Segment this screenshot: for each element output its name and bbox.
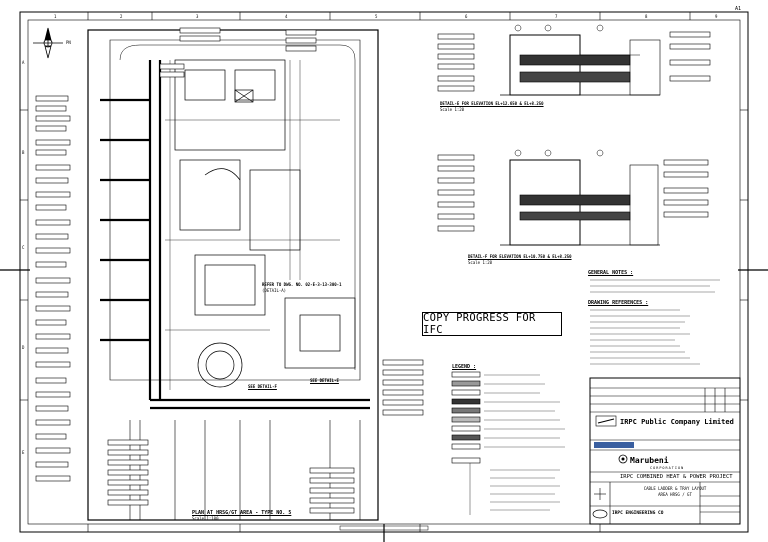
irpc-logo-icon — [595, 415, 617, 427]
plan-title: PLAN AT HRSG/GT AREA - TYPE NO. 5 — [192, 510, 292, 516]
grid-number-top: 4 — [285, 14, 288, 19]
north-arrow-icon — [33, 27, 63, 59]
notes-lines — [590, 279, 720, 365]
top-plan-labels — [159, 27, 317, 78]
drawing-title-2: AREA HRSG / GT — [658, 492, 692, 497]
crosshair-icon — [594, 488, 606, 500]
plan-scale: Scale 1:100 — [192, 516, 219, 521]
grid-number-top: 1 — [54, 14, 57, 19]
general-notes-heading: GENERAL NOTES : — [588, 270, 634, 276]
legend-heading: LEGEND : — [452, 364, 477, 370]
detail-f-title: DETAIL-F FOR ELEVATION EL+10.750 & EL+8.… — [468, 254, 572, 259]
plan-drawing — [87, 29, 379, 521]
left-cable-labels — [35, 95, 71, 482]
company-sub: CORPORATION — [650, 466, 685, 470]
marubeni-logo-icon — [618, 454, 628, 464]
project-name: IRPC COMBINED HEAT & POWER PROJECT — [620, 474, 733, 480]
drawing-title-1: CABLE LADDER & TRAY LAYOUT — [643, 486, 707, 491]
grid-letter-side: B — [22, 150, 25, 155]
title-block-lines — [589, 377, 741, 525]
detail-e-scale: Scale 1:20 — [440, 107, 465, 112]
contractor-name: IRPC ENGINEERING CO — [612, 511, 664, 516]
detail-f-drawing — [437, 149, 709, 246]
see-detail-f: SEE DETAIL-F — [248, 384, 277, 389]
ifc-stamp: COPY PROGRESS FOR IFC — [422, 312, 562, 336]
grid-number-top: 3 — [196, 14, 199, 19]
grid-letter-side: C — [22, 245, 25, 250]
grid-letter-side: E — [22, 450, 25, 455]
grid-number-top: 9 — [715, 14, 718, 19]
client-name: IRPC Public Company Limited — [620, 418, 734, 426]
legend-lines — [469, 374, 565, 515]
refer-sub: (DETAIL-A) — [262, 288, 287, 293]
legend-swatches — [451, 371, 481, 464]
grid-number-top: 5 — [375, 14, 378, 19]
grid-letter-side: D — [22, 345, 25, 350]
detail-f-scale: Scale 1:20 — [468, 260, 493, 265]
detail-e-drawing — [437, 24, 711, 96]
refer-note: REFER TO DWG. NO. 02-E-3-13-300-1 — [262, 282, 342, 287]
detail-e-title: DETAIL-E FOR ELEVATION EL+12.650 & EL+8.… — [440, 101, 544, 106]
contractor-logo-icon — [592, 509, 608, 519]
see-detail-e: SEE DETAIL-E — [310, 378, 339, 383]
right-cable-labels — [382, 359, 424, 416]
grid-number-top: 6 — [465, 14, 468, 19]
north-label: PN — [66, 40, 71, 45]
company-name: Marubeni — [630, 456, 669, 465]
sheet-size-label: A1 — [735, 6, 742, 12]
grid-number-top: 2 — [120, 14, 123, 19]
drawing-references-heading: DRAWING REFERENCES : — [588, 300, 649, 306]
grid-number-top: 7 — [555, 14, 558, 19]
grid-number-top: 8 — [645, 14, 648, 19]
client-banner — [594, 442, 634, 448]
bottom-cable-labels — [107, 439, 355, 514]
grid-letter-side: A — [22, 60, 25, 65]
